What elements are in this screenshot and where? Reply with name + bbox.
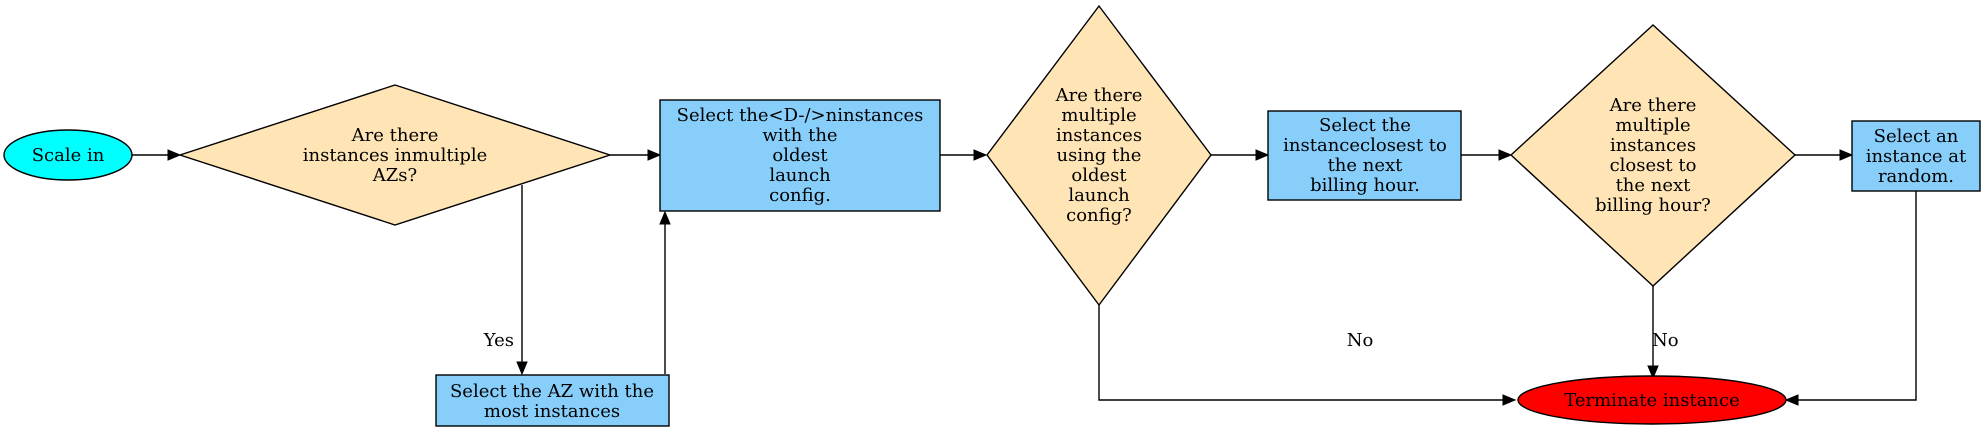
edge-select-random-to-terminate [1798,191,1917,401]
node-label-line: the next [1616,175,1692,196]
node-label-line: instances [1610,135,1696,156]
node-label-line: config. [769,185,831,206]
start-node-scale-in[interactable]: Scale in [3,129,133,181]
node-label-line: Select an [1874,126,1959,147]
node-label-line: Terminate instance [1564,390,1740,411]
node-label-line: the next [1328,155,1404,176]
process-box [1851,120,1981,192]
node-label-line: launch [769,165,831,186]
node-label-line: most instances [484,401,620,422]
edge-labels: Yes No No [483,330,1679,351]
node-label-line: Are there [1055,85,1143,106]
arrowhead [1255,149,1270,161]
arrowhead [1784,394,1799,406]
arrowhead [1647,365,1659,380]
arrowhead [516,361,528,376]
node-label-line: random. [1878,166,1954,187]
node-label-line: billing hour. [1310,175,1420,196]
node-label-line: Select the<D-/>ninstances [677,105,924,126]
node-label-line: AZs? [372,165,417,186]
node-label-line: with the [762,125,837,146]
process-box [1267,110,1462,201]
node-label-line: launch [1068,185,1130,206]
node-label-line: using the [1057,145,1142,166]
end-node-terminate[interactable]: Terminate instance [1517,375,1787,425]
arrowhead [659,210,671,225]
arrowhead [647,149,662,161]
node-label: Scale in [32,145,105,166]
node-label-line: instanceclosest to [1283,135,1447,156]
edge-label-no: No [1347,330,1374,351]
edge-label-no: No [1652,330,1679,351]
process-box [435,374,670,427]
node-label-line: multiple [1061,105,1136,126]
node-label-line: Select the [1319,115,1411,136]
arrowhead [973,149,988,161]
arrowhead [167,149,182,161]
node-label: Terminate instance [1564,390,1740,411]
node-label-line: closest to [1610,155,1697,176]
node-label-line: oldest [772,145,828,166]
node-label-line: Are there [351,125,439,146]
node-label-line: oldest [1071,165,1127,186]
start-ellipse [3,129,133,181]
node-label-line: Select the AZ with the [450,381,654,402]
arrowhead [1839,149,1854,161]
node-label-line: instance at [1866,146,1967,167]
decision-diamond [986,4,1212,307]
edges [132,149,1917,406]
node-label-line: multiple [1615,115,1690,136]
end-ellipse [1517,375,1787,425]
decision-diamond [1509,24,1797,287]
decision-diamond [177,84,613,226]
arrowhead [1502,394,1517,406]
edge-label-yes: Yes [483,330,514,351]
node-label-line: instances [1056,125,1142,146]
node-label-line: Are there [1609,95,1697,116]
node-label-line: config? [1066,205,1132,226]
node-label-line: instances inmultiple [303,145,488,166]
node-label-line: billing hour? [1595,195,1711,216]
process-box [659,99,941,212]
arrowhead [1498,149,1513,161]
node-label-line: Scale in [32,145,105,166]
edge-oldest-config-to-terminate [1098,305,1503,401]
